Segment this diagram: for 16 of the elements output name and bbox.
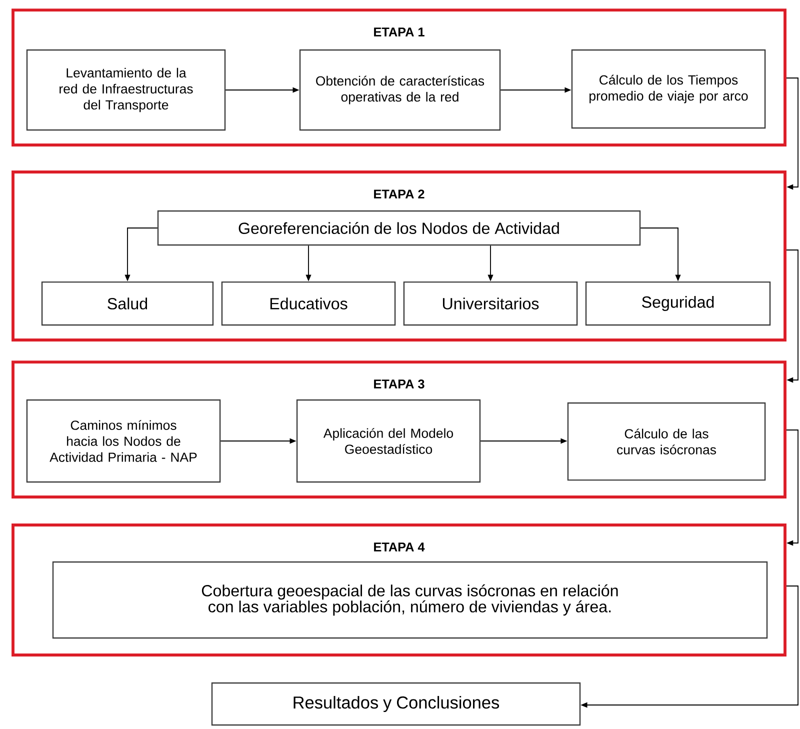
- arrow: [786, 250, 798, 383]
- process-box: Cálculo de las curvas isócronas: [567, 402, 766, 481]
- process-box: Georeferenciación de los Nodos de Actividad: [157, 210, 641, 246]
- process-box: Aplicación del Modelo Geoestadístico: [296, 399, 481, 483]
- process-box: Caminos mínimos hacia los Nodos de Actividad Primaria - NAP: [26, 399, 221, 483]
- arrow: [786, 78, 798, 190]
- process-box: Cobertura geoespacial de las curvas isócronas en relación con las variables población, número de viviendas y área.: [52, 561, 768, 639]
- arrow: [786, 430, 798, 546]
- process-box: Obtención de características operativas de la red: [299, 49, 501, 131]
- process-box: Levantamiento de la red de Infraestructuras del Transporte: [26, 49, 226, 131]
- process-box: Universitarios: [403, 281, 578, 326]
- process-box: Resultados y Conclusiones: [211, 682, 581, 726]
- process-box: Salud: [41, 281, 214, 326]
- process-box: Seguridad: [585, 281, 771, 326]
- process-box: Educativos: [221, 281, 396, 326]
- process-box: Cálculo de los Tiempos promedio de viaje por arco: [571, 49, 766, 129]
